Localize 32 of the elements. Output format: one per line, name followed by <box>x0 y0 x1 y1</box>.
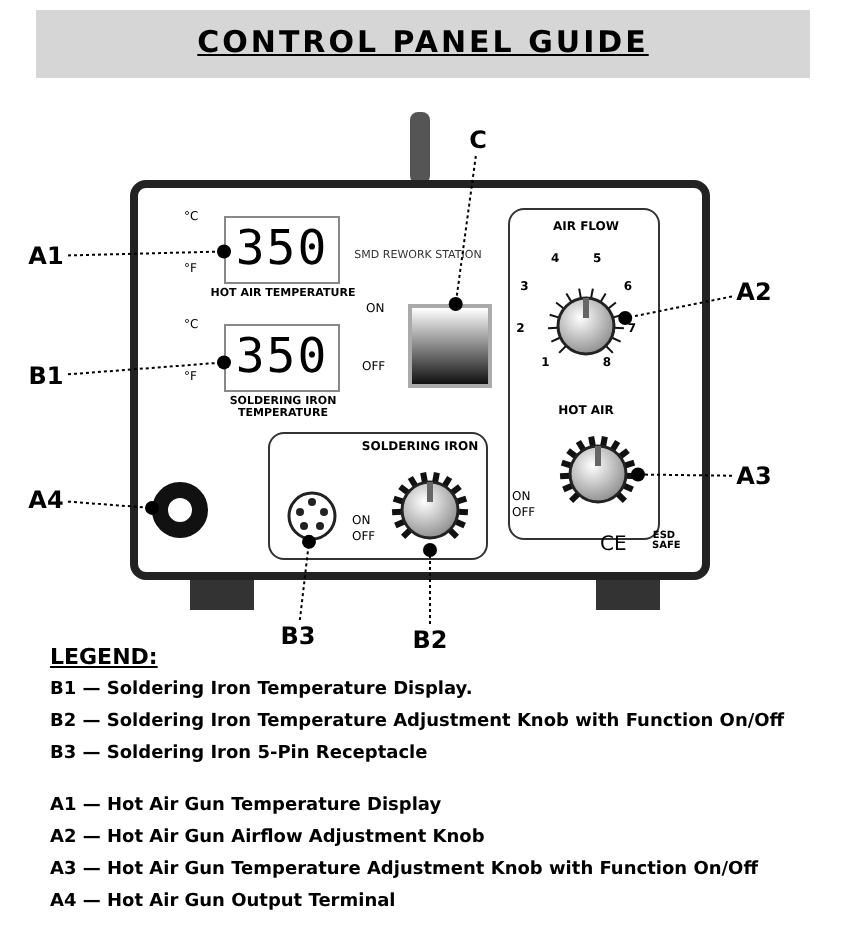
leader-line <box>631 467 733 482</box>
rocker-switch <box>408 304 492 388</box>
station-body <box>130 180 710 580</box>
leader-line <box>67 244 231 259</box>
legend-entry: B1 — Soldering Iron Temperature Display. <box>50 682 473 700</box>
callout-label: A4 <box>24 484 68 516</box>
leader-line <box>618 295 733 326</box>
callout-label: B2 <box>406 624 454 656</box>
legend-entry: A4 — Hot Air Gun Output Terminal <box>50 894 396 912</box>
legend-entry: A2 — Hot Air Gun Airflow Adjustment Knob <box>50 830 485 848</box>
callout-label: B3 <box>274 620 322 652</box>
lcd-display: 350 <box>224 216 340 284</box>
certification-mark: CE <box>600 536 627 556</box>
legend-entry: B2 — Soldering Iron Temperature Adjustment Knob with Function On/Off <box>50 714 785 732</box>
output-terminal <box>152 482 208 538</box>
title-text: CONTROL PANEL GUIDE <box>195 28 651 58</box>
callout-label: A2 <box>732 276 776 308</box>
legend-entry: A3 — Hot Air Gun Temperature Adjustment Knob with Function On/Off <box>50 862 758 880</box>
leader-line <box>423 543 437 625</box>
callout-label: C <box>462 124 494 156</box>
legend-entry: B3 — Soldering Iron 5-Pin Receptacle <box>50 746 428 764</box>
leader-line <box>67 355 231 376</box>
leader-line <box>67 500 160 515</box>
legend-entry: A1 — Hot Air Gun Temperature Display <box>50 798 442 816</box>
callout-label: A1 <box>24 240 68 272</box>
legend-heading: LEGEND: <box>50 646 158 668</box>
leader-line <box>298 534 316 621</box>
callout-label: B1 <box>24 360 68 392</box>
callout-label: A3 <box>732 460 776 492</box>
pin-receptacle <box>286 490 338 542</box>
control-panel <box>268 432 488 560</box>
lcd-display: 350 <box>224 324 340 392</box>
